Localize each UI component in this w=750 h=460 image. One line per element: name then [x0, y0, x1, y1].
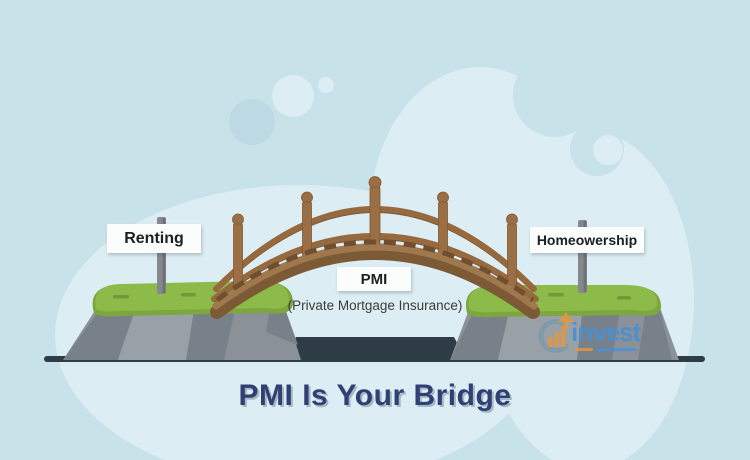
homeownership-sign-label: Homeowership [536, 232, 638, 248]
left-cliff [63, 280, 301, 360]
renting-sign-label: Renting [124, 229, 184, 247]
pmi-sublabel: (Private Mortgage Insurance) [0, 296, 750, 314]
page-title: PMI Is Your Bridge [0, 379, 750, 413]
logo-tagline-bar-blue [596, 348, 636, 351]
pmi-sign-label: PMI [360, 270, 388, 288]
invest-logo-icon [538, 312, 574, 353]
invest-logo-text: invest [571, 317, 651, 347]
cloud-bubble [229, 99, 275, 145]
bridge-deck-top [212, 243, 538, 310]
bridge [210, 176, 540, 319]
pmi-sublabel-text: (Private Mortgage Insurance) [287, 297, 463, 313]
page-title-text: PMI Is Your Bridge [238, 379, 512, 412]
homeownership-sign: Homeowership [530, 227, 644, 253]
pmi-sign: PMI [337, 267, 411, 291]
logo-tagline-bar-orange [575, 348, 593, 351]
logo-swoosh [538, 318, 569, 353]
bridge-posts [232, 176, 518, 293]
bridge-deck-planks [215, 239, 535, 303]
logo-bars [548, 312, 574, 347]
chasm-gap [284, 337, 466, 360]
bridge-deck [210, 246, 540, 319]
renting-sign: Renting [107, 224, 201, 253]
invest-logo-wordmark: invest [571, 316, 641, 347]
logo-up-arrow [558, 312, 574, 322]
